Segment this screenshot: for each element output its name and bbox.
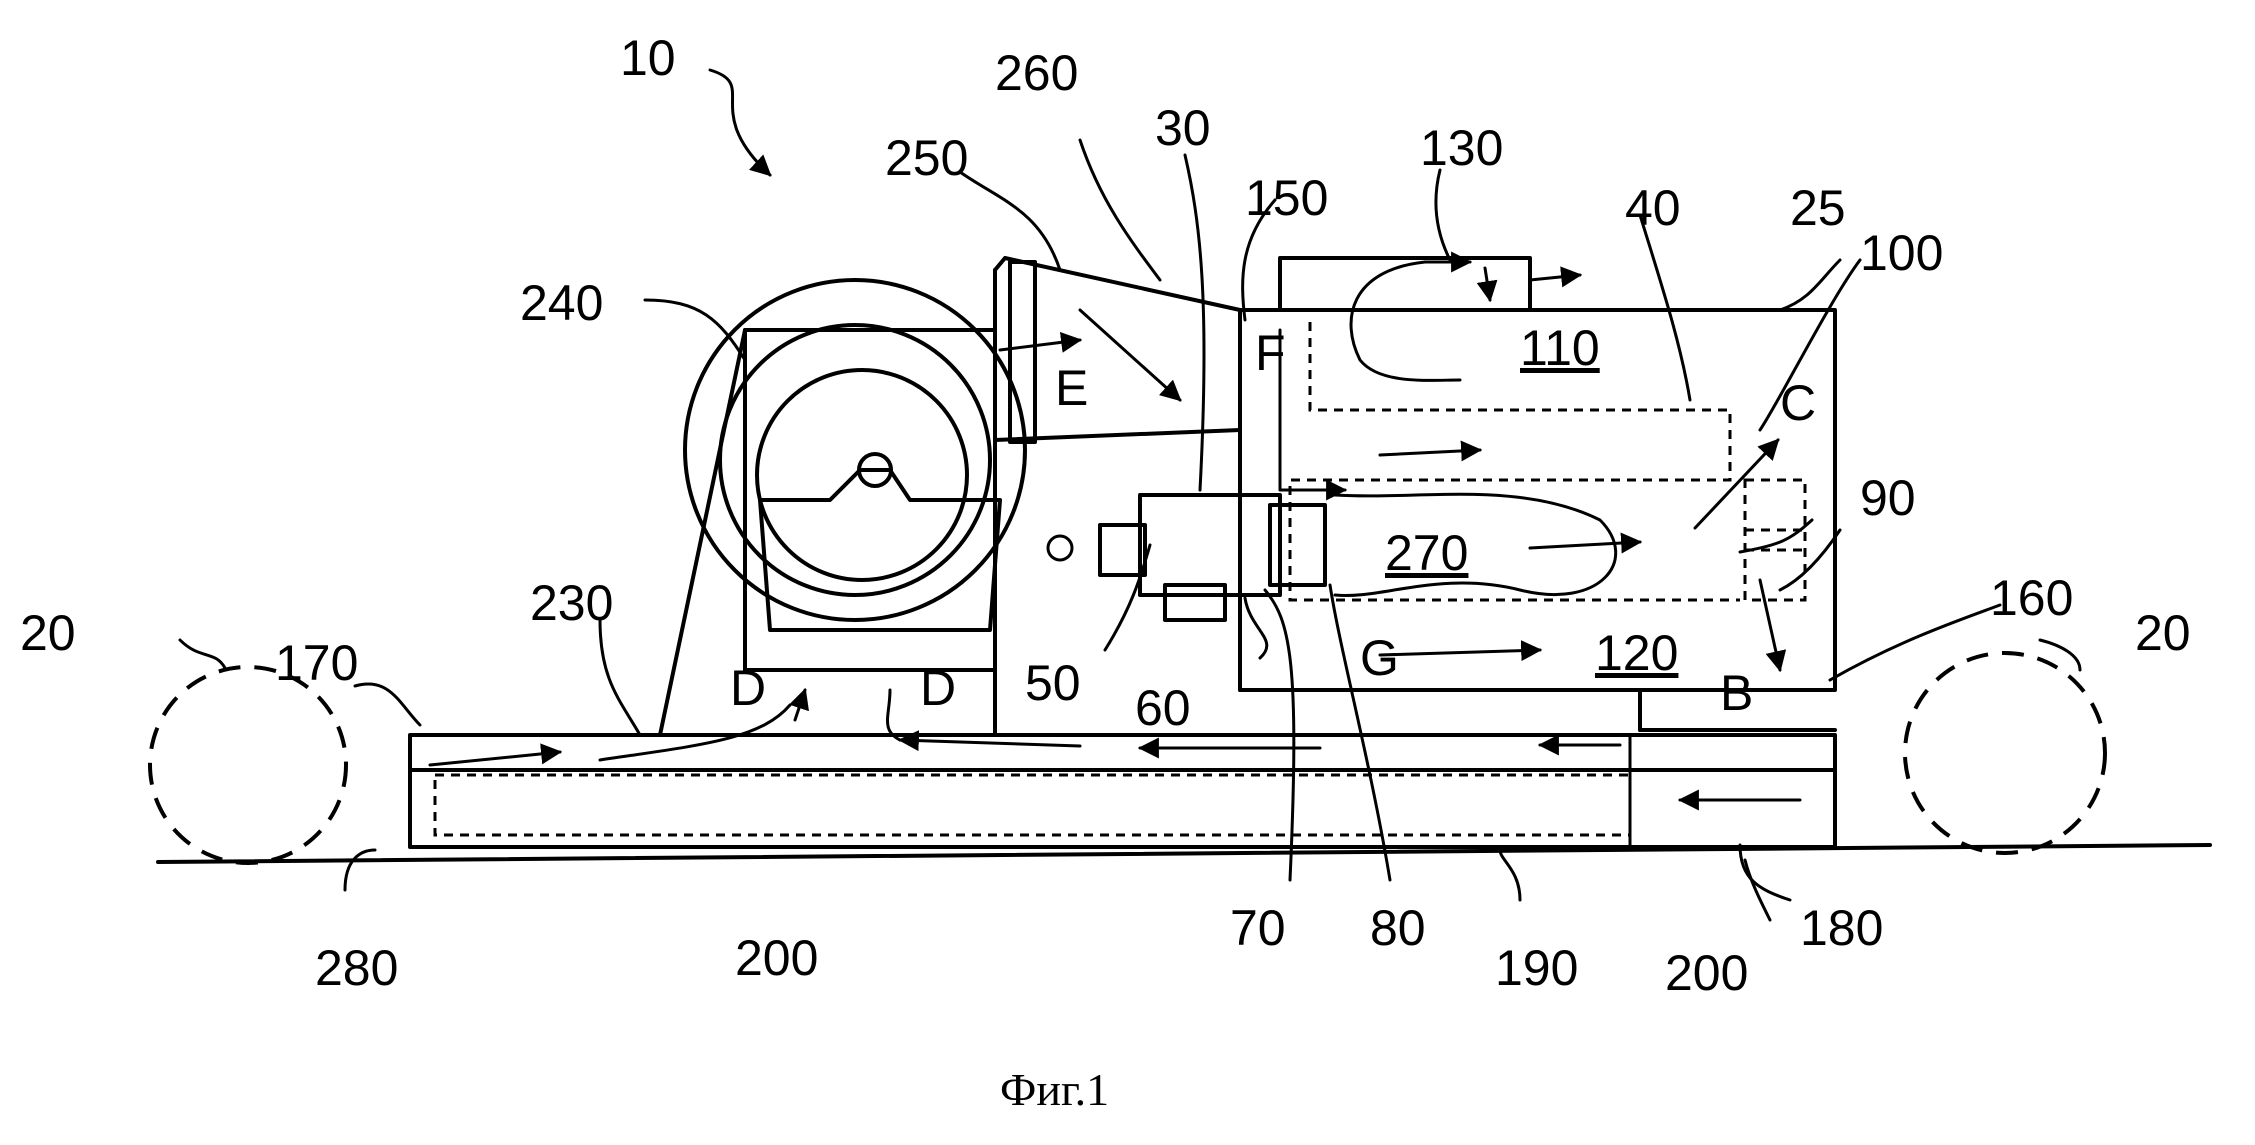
label-250: 250 [885,130,968,186]
label-200-right: 200 [1665,945,1748,1001]
label-120: 120 [1595,625,1678,681]
wheel-right [1905,653,2105,853]
label-100: 100 [1860,225,1943,281]
label-270: 270 [1385,525,1468,581]
flow-letter-d-left: D [730,660,766,716]
label-280: 280 [315,940,398,996]
label-170: 170 [275,635,358,691]
label-10: 10 [620,30,676,86]
label-60: 60 [1135,680,1191,736]
label-30: 30 [1155,100,1211,156]
flow-letter-f: F [1255,325,1286,381]
label-230: 230 [530,575,613,631]
label-260: 260 [995,45,1078,101]
label-190: 190 [1495,940,1578,996]
label-240: 240 [520,275,603,331]
flow-letter-g: G [1360,630,1399,686]
flow-letter-e: E [1055,360,1088,416]
wheel-left [150,667,346,863]
label-40: 40 [1625,180,1681,236]
label-70: 70 [1230,900,1286,956]
label-25: 25 [1790,180,1846,236]
label-200-left: 200 [735,930,818,986]
label-160: 160 [1990,570,2073,626]
label-20-left: 20 [20,605,76,661]
flow-letter-c: C [1780,375,1816,431]
label-20-right: 20 [2135,605,2191,661]
label-90: 90 [1860,470,1916,526]
label-180: 180 [1800,900,1883,956]
label-150: 150 [1245,170,1328,226]
label-50: 50 [1025,655,1081,711]
flow-letter-d-right: D [920,660,956,716]
label-110: 110 [1520,320,1600,376]
label-130: 130 [1420,120,1503,176]
base-skid [410,735,1835,847]
label-80: 80 [1370,900,1426,956]
figure-caption: Фиг.1 [1000,1064,1109,1115]
flow-letter-b: B [1720,665,1753,721]
